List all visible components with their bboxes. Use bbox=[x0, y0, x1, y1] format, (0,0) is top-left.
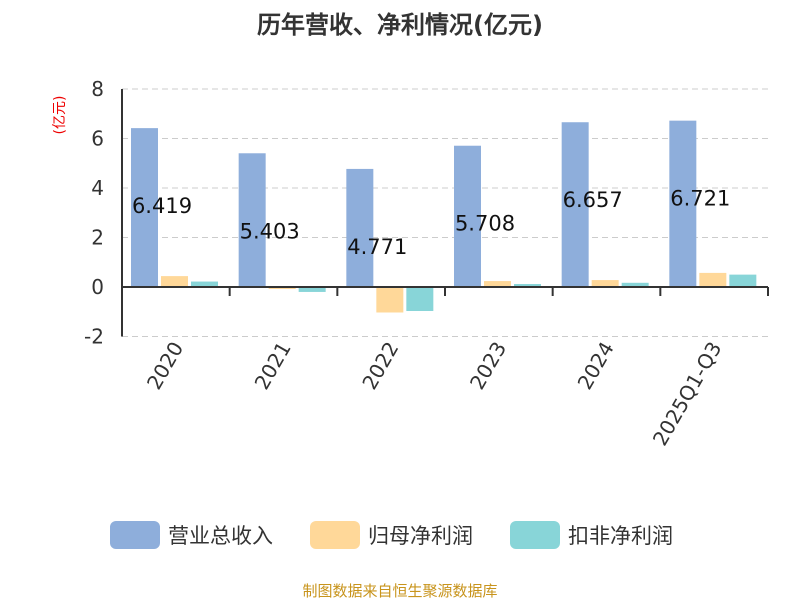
y-tick-label: 2 bbox=[91, 226, 104, 250]
y-tick-label: 0 bbox=[91, 275, 104, 299]
x-tick-label: 2022 bbox=[357, 338, 403, 394]
bar-营业总收入 bbox=[669, 120, 697, 288]
bar-营业总收入 bbox=[454, 145, 481, 287]
bar-归母净利润 bbox=[484, 281, 511, 287]
x-tick-label: 2025Q1-Q3 bbox=[648, 338, 727, 450]
bar-营业总收入 bbox=[238, 153, 266, 287]
legend-swatch[interactable] bbox=[310, 521, 360, 549]
footer-source: 制图数据来自恒生聚源数据库 bbox=[302, 582, 497, 600]
data-label: 6.419 bbox=[132, 194, 192, 218]
legend-label[interactable]: 扣非净利润 bbox=[568, 524, 673, 548]
bar-扣非净利润 bbox=[621, 282, 649, 287]
bar-归母净利润 bbox=[699, 272, 727, 287]
data-label: 6.657 bbox=[563, 188, 623, 212]
y-axis-label: (亿元) bbox=[52, 96, 68, 135]
y-tick-label: 4 bbox=[91, 176, 104, 200]
bar-扣非净利润 bbox=[191, 281, 218, 287]
data-label: 6.721 bbox=[670, 187, 730, 211]
bar-扣非净利润 bbox=[298, 287, 326, 292]
bar-扣非净利润 bbox=[406, 287, 434, 312]
legend-label[interactable]: 归母净利润 bbox=[368, 524, 473, 548]
x-tick-label: 2020 bbox=[142, 338, 188, 394]
legend-swatch[interactable] bbox=[110, 521, 160, 549]
bar-归母净利润 bbox=[591, 280, 619, 287]
bar-归母净利润 bbox=[161, 276, 188, 287]
y-tick-label: -2 bbox=[84, 325, 104, 349]
legend-label[interactable]: 营业总收入 bbox=[168, 524, 273, 548]
y-tick-label: 6 bbox=[91, 127, 104, 151]
legend-swatch[interactable] bbox=[510, 521, 560, 549]
bar-营业总收入 bbox=[346, 168, 374, 287]
bar-归母净利润 bbox=[376, 287, 404, 313]
data-label: 4.771 bbox=[347, 235, 407, 259]
bar-扣非净利润 bbox=[514, 284, 541, 287]
bar-营业总收入 bbox=[561, 122, 589, 287]
x-tick-label: 2023 bbox=[465, 338, 511, 394]
x-tick-label: 2024 bbox=[573, 338, 619, 394]
y-tick-label: 8 bbox=[91, 77, 104, 101]
data-label: 5.708 bbox=[455, 212, 515, 236]
chart-title: 历年营收、净利情况(亿元) bbox=[257, 11, 543, 39]
bar-扣非净利润 bbox=[729, 274, 757, 287]
bar-营业总收入 bbox=[131, 128, 158, 287]
x-tick-label: 2021 bbox=[250, 338, 296, 394]
data-label: 5.403 bbox=[240, 219, 300, 243]
